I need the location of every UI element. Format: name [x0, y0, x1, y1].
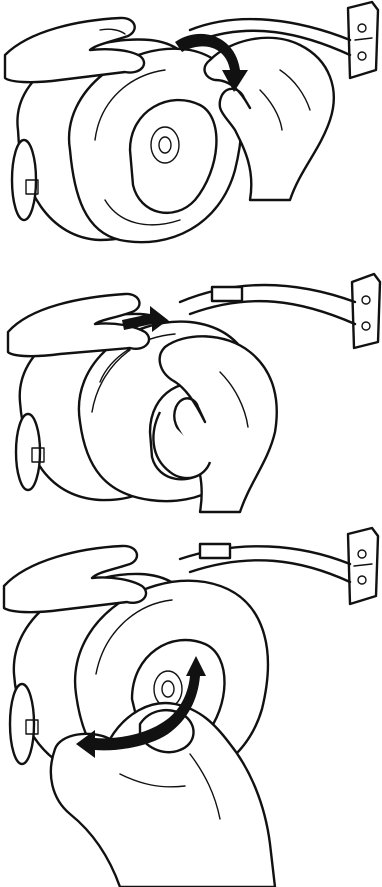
headband-bracket: [352, 274, 380, 348]
step-2-illustration: [0, 262, 382, 514]
step-2-panel: [0, 262, 382, 514]
step-3-illustration: [0, 524, 382, 887]
step-3-panel: [0, 524, 382, 887]
step-1-panel: [0, 0, 382, 250]
headband-bracket: [348, 2, 378, 78]
left-hand: [4, 546, 146, 612]
step-1-illustration: [0, 0, 382, 250]
left-hand: [5, 18, 144, 82]
headband-bracket: [348, 528, 378, 604]
